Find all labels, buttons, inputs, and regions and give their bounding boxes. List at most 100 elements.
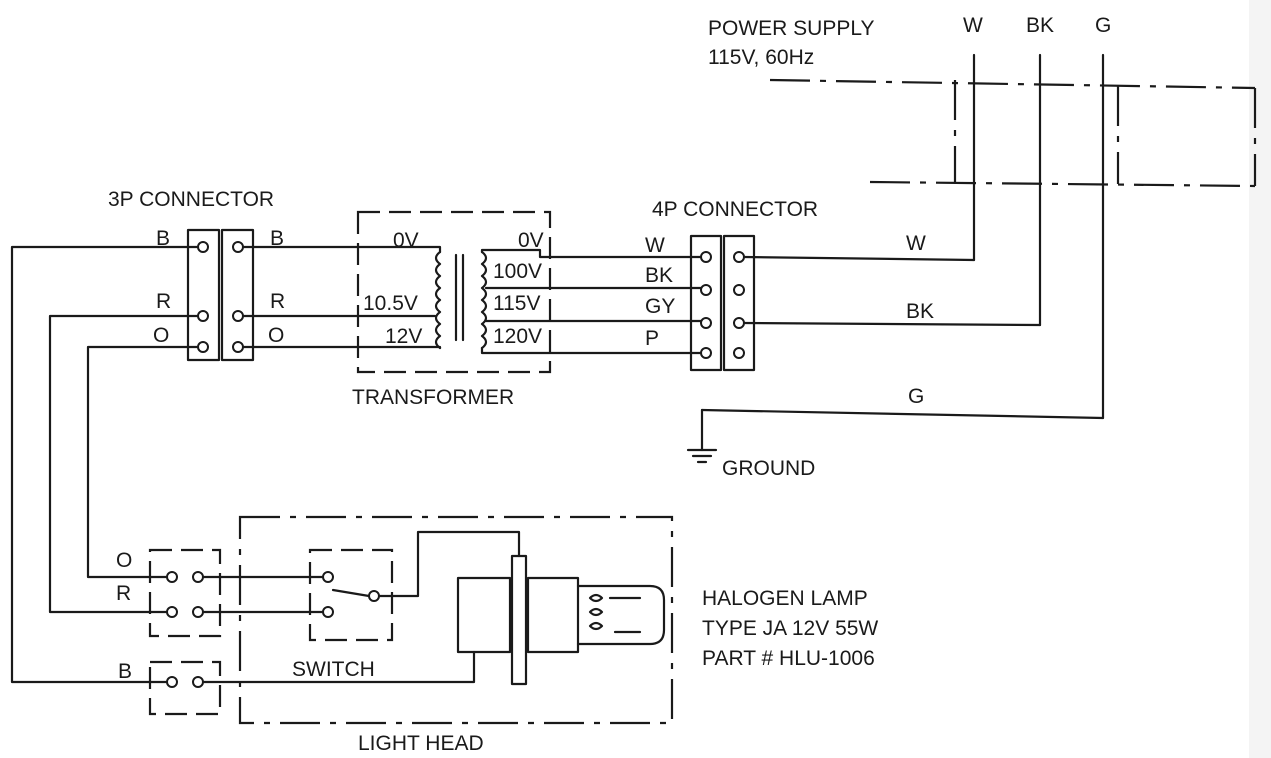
transformer-title: TRANSFORMER <box>352 386 514 409</box>
connector-3p-right-label-o: O <box>268 324 284 347</box>
wire-3p-b-to-0v <box>241 245 442 254</box>
connector-3p-pin <box>232 341 244 353</box>
light-head-title: LIGHT HEAD <box>358 732 484 755</box>
light-head-connector-pin <box>192 676 204 688</box>
wire-o-to-light-head <box>86 345 200 579</box>
power-supply-wire-g: G <box>1095 14 1111 37</box>
transformer-primary-tap-0v: 0V <box>518 229 544 252</box>
transformer-secondary-tap-10-5v: 10.5V <box>363 292 418 315</box>
connector-4p-left-label-w: W <box>645 234 665 257</box>
wire-4p-w-to-supply <box>742 255 976 262</box>
page-edge-strip <box>1249 0 1271 758</box>
transformer-outline <box>356 210 552 374</box>
transformer-secondary-tap-12v: 12V <box>385 325 422 348</box>
transformer-primary-tap-115v: 115V <box>493 292 541 315</box>
power-supply: POWER SUPPLY 115V, 60Hz W BK G <box>708 14 1257 420</box>
connector-4p-pin <box>700 347 712 359</box>
connector-3p-pin <box>197 310 209 322</box>
light-head-connector-label-o: O <box>116 549 132 572</box>
lamp-part-number: PART # HLU-1006 <box>702 647 875 670</box>
switch-label: SWITCH <box>292 658 375 681</box>
ground-wire-label: G <box>908 385 924 408</box>
connector-4p-pin <box>700 317 712 329</box>
connector-4p-pin <box>733 284 745 296</box>
lamp-filament <box>588 593 604 631</box>
connector-4p-pin <box>733 251 745 263</box>
connector-3p: 3P CONNECTOR B R O B R O <box>108 188 285 362</box>
lamp-base <box>456 576 512 654</box>
light-head-connector-pin <box>166 606 178 618</box>
transformer-primary-tap-120v: 120V <box>493 325 542 348</box>
connector-4p-right-body <box>722 234 756 372</box>
connector-3p-left-label-b: B <box>156 227 170 250</box>
connector-4p-pin <box>733 317 745 329</box>
light-head-outline <box>238 515 674 725</box>
connector-3p-left-body <box>186 228 221 362</box>
connector-3p-left-label-o: O <box>153 324 169 347</box>
connector-4p-left-label-gy: GY <box>645 295 675 318</box>
lamp-neck <box>526 576 580 654</box>
wiring-main <box>10 245 1042 684</box>
connector-4p-right-label-w: W <box>906 232 926 255</box>
wire-switch-to-lamp <box>377 530 521 598</box>
light-head-connector-pin <box>166 571 178 583</box>
transformer-primary-coil <box>480 250 488 350</box>
light-head-connector-pin <box>166 676 178 688</box>
switch-terminal <box>322 606 334 618</box>
wire-120v-to-4p-p <box>480 346 703 355</box>
wire-b-to-lamp <box>201 650 476 684</box>
wire-r-to-light-head <box>48 314 200 614</box>
wire-0v-to-4p-w <box>480 248 703 259</box>
ground: G GROUND <box>686 385 1105 480</box>
transformer-primary-tap-100v: 100V <box>493 260 542 283</box>
power-supply-spec: 115V, 60Hz <box>708 46 814 69</box>
light-head-connector-label-b: B <box>118 660 132 683</box>
wire-b-to-light-head <box>10 245 200 684</box>
light-head-connector-pin <box>192 571 204 583</box>
connector-4p-left-label-bk: BK <box>645 264 673 287</box>
connector-3p-pin <box>232 241 244 253</box>
connector-3p-right-label-r: R <box>270 290 285 313</box>
connector-4p-title: 4P CONNECTOR <box>652 198 818 221</box>
connector-3p-left-label-r: R <box>156 290 171 313</box>
switch-lever <box>331 588 371 598</box>
lamp-type: TYPE JA 12V 55W <box>702 617 878 640</box>
lamp-name: HALOGEN LAMP <box>702 587 868 610</box>
connector-3p-right-body <box>220 228 255 362</box>
switch-terminal <box>368 590 380 602</box>
wire-4p-bk-to-supply <box>742 321 1042 327</box>
transformer-secondary-tap-0v: 0V <box>393 229 419 252</box>
light-head-connector-pin <box>192 606 204 618</box>
lamp-bulb <box>576 584 666 646</box>
light-head-connector-lower <box>148 660 222 716</box>
power-supply-wire-w: W <box>963 14 983 37</box>
switch-terminal <box>322 571 334 583</box>
lamp-flange <box>510 554 528 686</box>
ground-wire <box>700 408 1105 420</box>
connector-4p-pin <box>733 347 745 359</box>
light-head-connector-upper <box>148 548 222 638</box>
wire-3p-o-to-12v <box>241 345 442 350</box>
light-head: LIGHT HEAD O R B SWITCH <box>116 515 878 755</box>
connector-4p-pin <box>700 284 712 296</box>
connector-4p-right-label-bk: BK <box>906 300 934 323</box>
ground-icon <box>686 448 718 464</box>
light-head-connector-label-r: R <box>116 582 131 605</box>
power-supply-title: POWER SUPPLY <box>708 17 874 40</box>
connector-3p-right-label-b: B <box>270 227 284 250</box>
connector-4p-pin <box>700 251 712 263</box>
ground-label: GROUND <box>722 457 815 480</box>
halogen-lamp <box>456 554 666 686</box>
transformer-secondary-coil <box>434 250 442 350</box>
power-plug-outline <box>769 78 1257 188</box>
connector-3p-pin <box>232 310 244 322</box>
connector-4p-left-label-p: P <box>645 327 659 350</box>
connector-3p-title: 3P CONNECTOR <box>108 188 274 211</box>
connector-4p: 4P CONNECTOR W BK GY P W BK <box>645 198 934 372</box>
transformer: TRANSFORMER 0V 10.5V 12V 0V 100V 115V 12… <box>352 210 552 409</box>
connector-3p-pin <box>197 341 209 353</box>
connector-4p-left-body <box>689 234 723 372</box>
connector-3p-pin <box>197 241 209 253</box>
power-supply-wire-bk: BK <box>1026 14 1054 37</box>
